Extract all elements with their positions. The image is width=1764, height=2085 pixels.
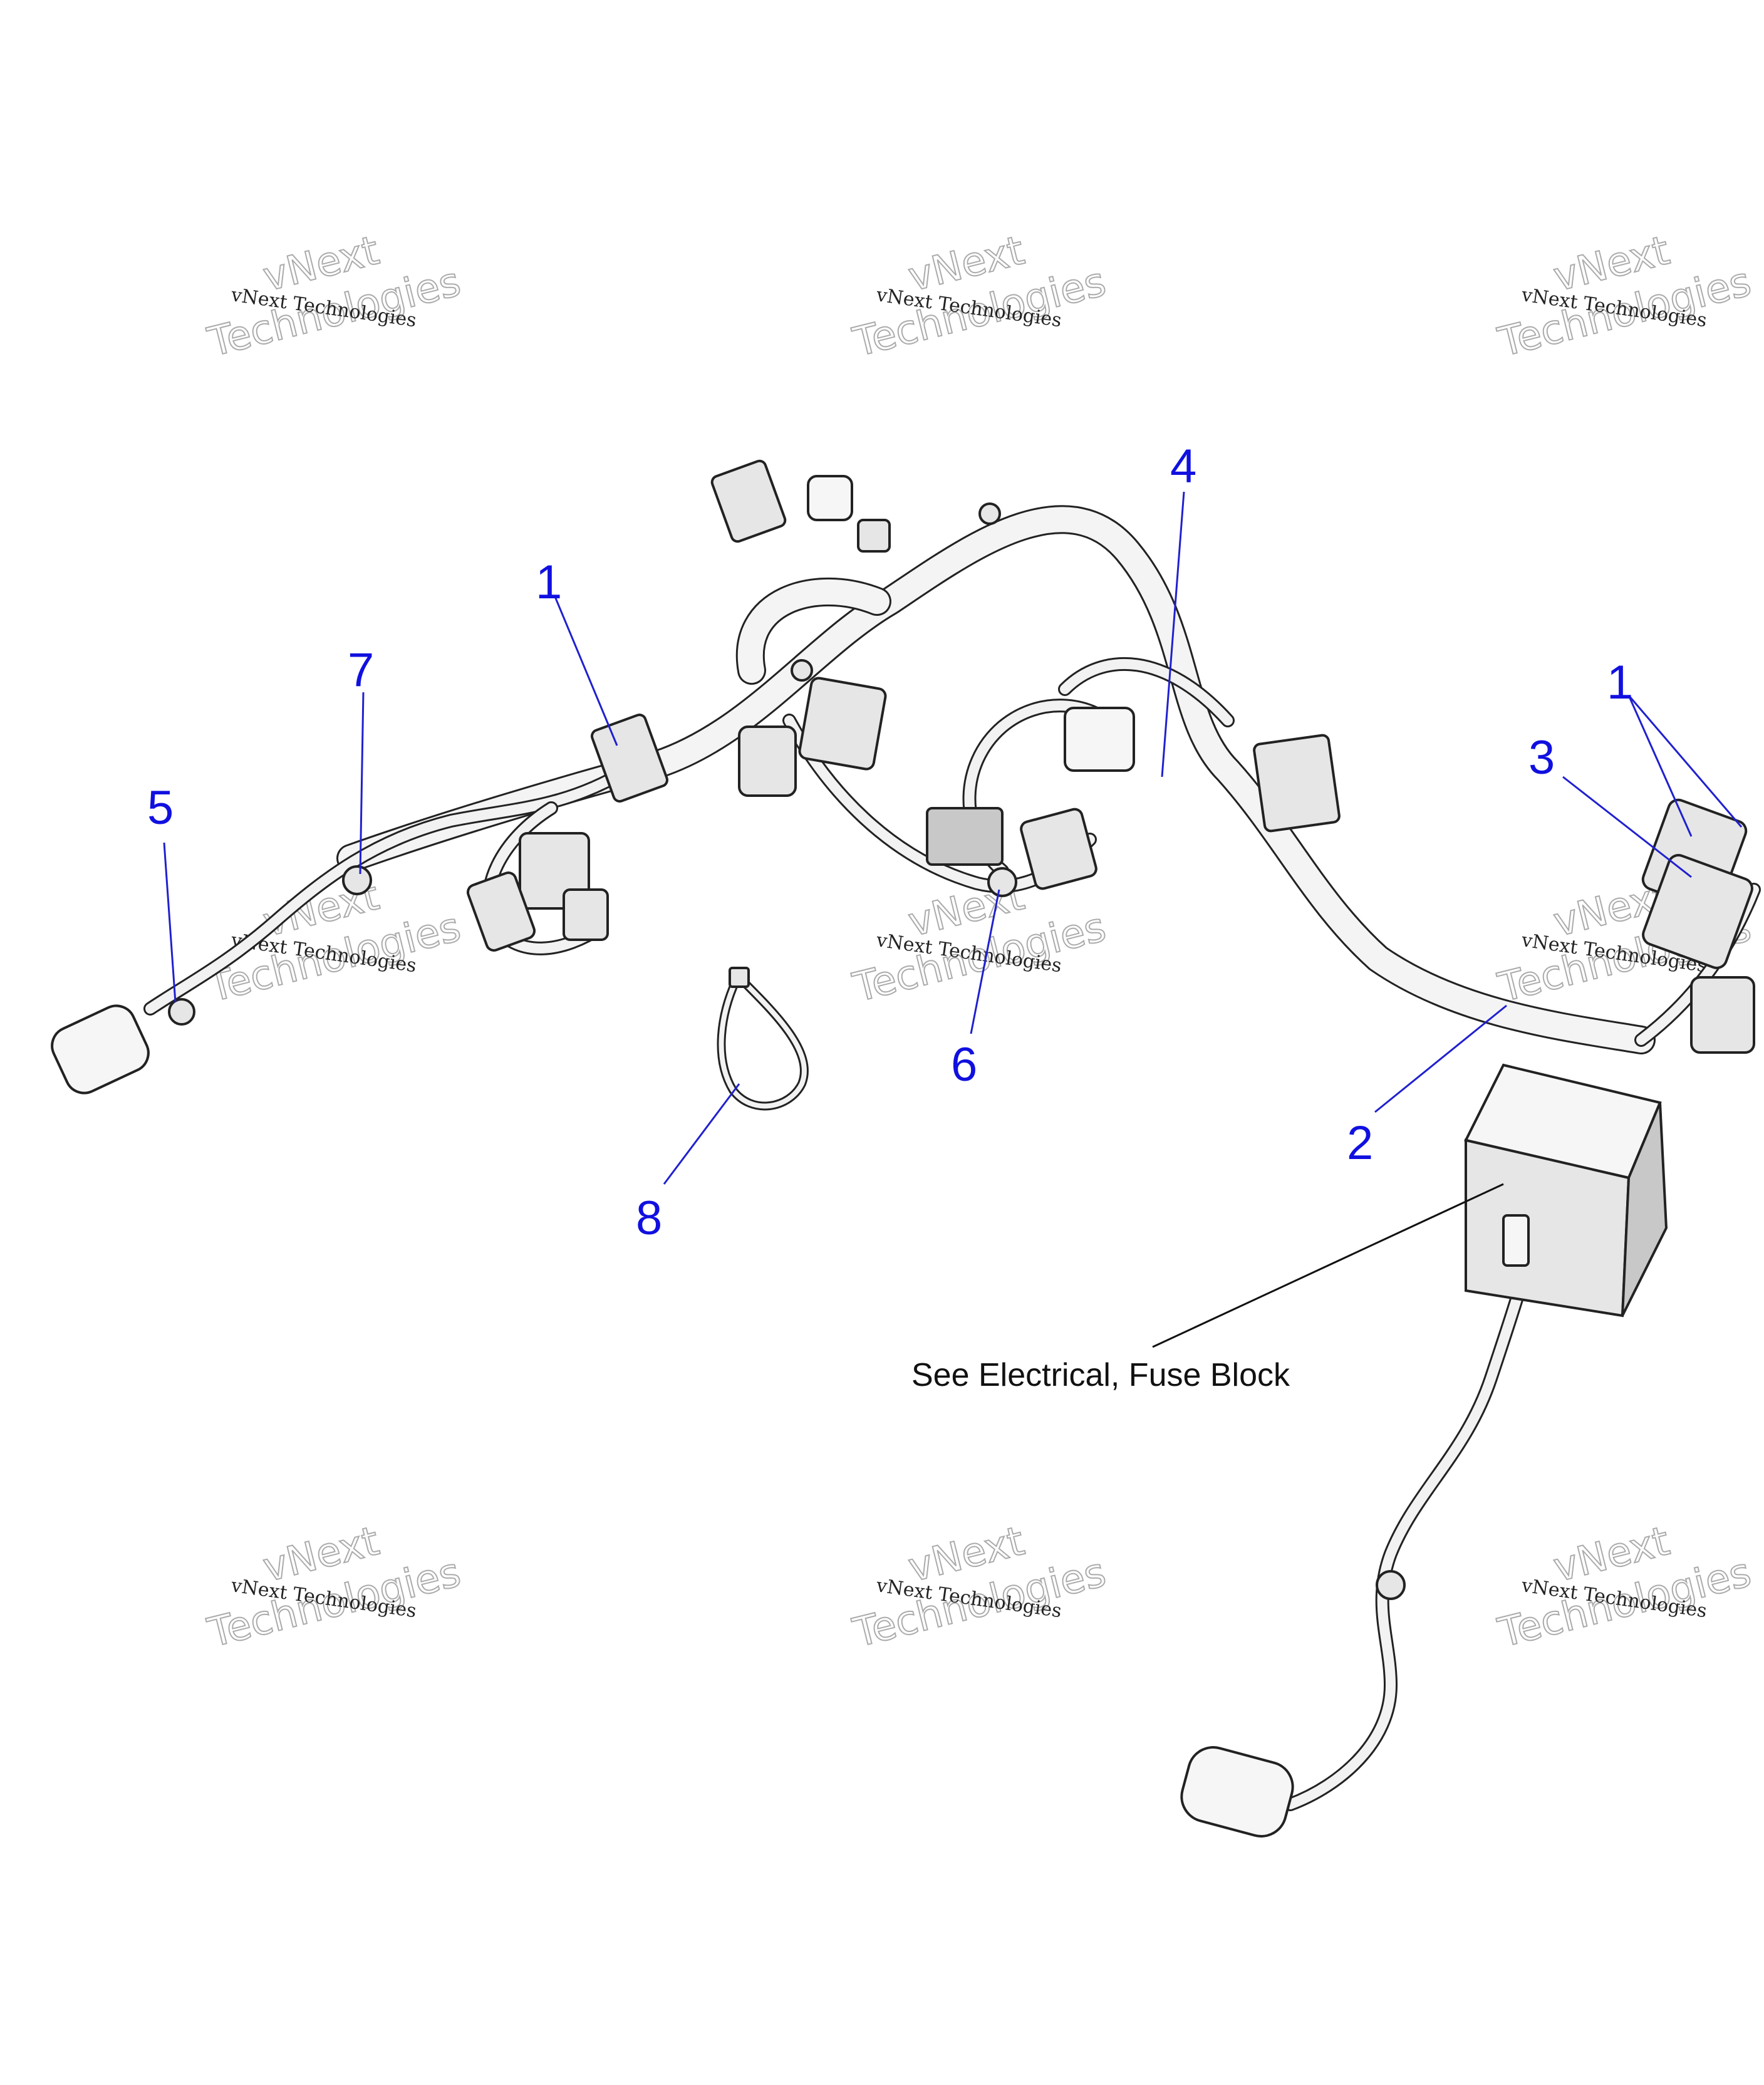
leader-6 xyxy=(970,889,1000,1034)
connector-top-small xyxy=(857,519,891,553)
cable-tie-head xyxy=(729,967,750,988)
leader-lines xyxy=(163,491,1743,1348)
callout-5: 5 xyxy=(147,781,174,835)
connector-center-block xyxy=(798,677,887,771)
callout-2: 2 xyxy=(1347,1116,1373,1170)
leader-1-right-a xyxy=(1627,695,1693,837)
connector-left-1 xyxy=(591,714,668,803)
leader-1-left xyxy=(553,595,618,746)
callout-1-left: 1 xyxy=(536,556,562,609)
leader-4 xyxy=(1161,491,1185,777)
connector-center-left xyxy=(738,725,797,797)
connector-left-4 xyxy=(563,888,609,941)
callout-7: 7 xyxy=(348,643,374,697)
cable-tie-fill xyxy=(719,979,807,1109)
fuse-block xyxy=(1464,1063,1668,1318)
leader-fuse-block xyxy=(1152,1183,1504,1348)
harness-drawing xyxy=(51,459,1761,1838)
connector-end-left xyxy=(51,1004,150,1094)
fuse-block-reference-note: See Electrical, Fuse Block xyxy=(911,1357,1290,1393)
clip xyxy=(342,865,372,895)
leader-3 xyxy=(1562,776,1692,878)
leader-2 xyxy=(1374,1004,1507,1113)
clip xyxy=(791,659,813,682)
clip xyxy=(987,867,1017,897)
callout-3: 3 xyxy=(1528,731,1555,784)
connector-top-left xyxy=(710,459,787,543)
connector-right-2 xyxy=(1642,854,1753,969)
callout-labels: 1 1 2 3 4 5 6 7 8 xyxy=(147,440,1633,1245)
harness-left-branch-fill xyxy=(145,766,631,1014)
callout-4: 4 xyxy=(1170,440,1196,493)
clip xyxy=(168,998,195,1026)
connector-relay xyxy=(926,807,1004,866)
clip xyxy=(978,502,1001,525)
connector-top-mid xyxy=(807,475,853,521)
fuse-block-tab xyxy=(1502,1214,1530,1267)
leader-1-right-b xyxy=(1627,695,1743,828)
connector-right-3 xyxy=(1690,976,1755,1054)
callout-1-right: 1 xyxy=(1607,656,1633,709)
clip xyxy=(1376,1570,1406,1600)
watermark-layer: vNext Technologies vNext Technologies vN… xyxy=(203,227,1756,1658)
harness-branch-upper-fill xyxy=(1060,658,1233,725)
connector-left-3 xyxy=(466,871,536,952)
connector-multi-pin xyxy=(1253,734,1341,833)
harness-upper-loop-fill xyxy=(737,579,890,683)
leader-5 xyxy=(163,842,177,1003)
callout-8: 8 xyxy=(636,1192,662,1245)
leader-8 xyxy=(663,1083,740,1185)
connector-center-mid xyxy=(1064,707,1135,772)
connector-lower-end xyxy=(1180,1746,1294,1838)
connector-center-right xyxy=(1020,808,1097,890)
callout-6: 6 xyxy=(951,1038,977,1091)
leader-7 xyxy=(359,692,365,875)
